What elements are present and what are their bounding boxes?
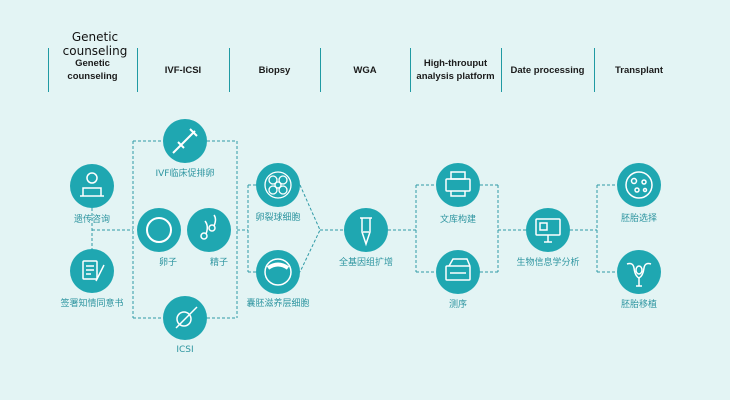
node-label: 卵子: [159, 257, 177, 268]
consent-document-icon: [82, 260, 105, 282]
header-step-transplant: Transplant: [614, 64, 664, 76]
header-step-data-processing: Date processing: [510, 64, 585, 76]
node-label: 胚胎移植: [621, 298, 657, 310]
embryo-selection-icon: [625, 171, 653, 199]
node-circle: [137, 208, 181, 252]
node-informed-consent: 签署知情同意书: [60, 249, 124, 309]
uterus-icon: [626, 262, 652, 287]
node-egg: 卵子: [137, 208, 181, 268]
node-label: 遗传咨询: [74, 213, 110, 225]
connector-lines: [91, 140, 617, 319]
syringe-icon: [172, 128, 198, 154]
node-circle: [436, 250, 480, 294]
node-circle: [256, 163, 300, 207]
top-caption: Genetic counseling: [62, 30, 128, 58]
node-genetic-consult: 遗传咨询: [70, 164, 114, 225]
node-label: 精子: [210, 256, 228, 268]
header-step-wga: WGA: [353, 64, 377, 76]
node-label: IVF临床促排卵: [156, 167, 215, 179]
node-circle: [617, 250, 661, 294]
header-separator: [229, 48, 230, 92]
icsi-pipette-icon: [175, 306, 198, 329]
header-separator: [501, 48, 502, 92]
header-step-biopsy: Biopsy: [258, 64, 291, 76]
node-sequencing: 测序: [436, 250, 480, 310]
egg-cell-icon: [146, 217, 172, 243]
header-separator: [410, 48, 411, 92]
header-separator: [48, 48, 49, 92]
node-circle: [526, 208, 570, 252]
node-label: 胚胎选择: [621, 212, 657, 224]
printer-icon: [445, 171, 471, 197]
doctor-desk-icon: [80, 172, 104, 197]
test-tube-icon: [360, 217, 372, 247]
node-label: ICSI: [176, 345, 193, 355]
node-embryo-transfer: 胚胎移植: [617, 250, 661, 310]
node-embryo-selection: 胚胎选择: [617, 163, 661, 224]
node-circle: [256, 250, 300, 294]
node-library: 文库构建: [436, 163, 480, 225]
node-label: 文库构建: [440, 213, 476, 225]
node-sperm: 精子: [187, 208, 231, 268]
node-circle: [70, 164, 114, 208]
node-label: 生物信息学分析: [516, 256, 579, 268]
blastocyst-icon: [264, 258, 292, 286]
header-step-ivf-icsi: IVF-ICSI: [164, 64, 202, 76]
node-ivf-stimulation: IVF临床促排卵: [156, 119, 215, 179]
node-circle: [617, 163, 661, 207]
node-blastomere: 卵裂球细胞: [255, 163, 301, 223]
computer-icon: [535, 218, 561, 243]
sperm-icon: [200, 214, 217, 240]
node-label: 测序: [449, 298, 467, 310]
node-label: 囊胚滋养层细胞: [246, 297, 309, 309]
sequencer-icon: [445, 258, 471, 281]
node-label: 全基因组扩增: [339, 256, 393, 268]
node-label: 卵裂球细胞: [255, 211, 300, 223]
node-wga: 全基因组扩增: [339, 208, 393, 268]
node-trophectoderm: 囊胚滋养层细胞: [246, 250, 310, 309]
header-separator: [137, 48, 138, 92]
node-circle: [344, 208, 388, 252]
node-label: 签署知情同意书: [60, 297, 123, 309]
header-separator: [320, 48, 321, 92]
header-separator: [594, 48, 595, 92]
node-bioinformatics: 生物信息学分析: [516, 208, 580, 268]
node-circle: [70, 249, 114, 293]
cleavage-embryo-icon: [264, 171, 292, 199]
node-circle: [436, 163, 480, 207]
node-icsi: ICSI: [163, 296, 207, 355]
